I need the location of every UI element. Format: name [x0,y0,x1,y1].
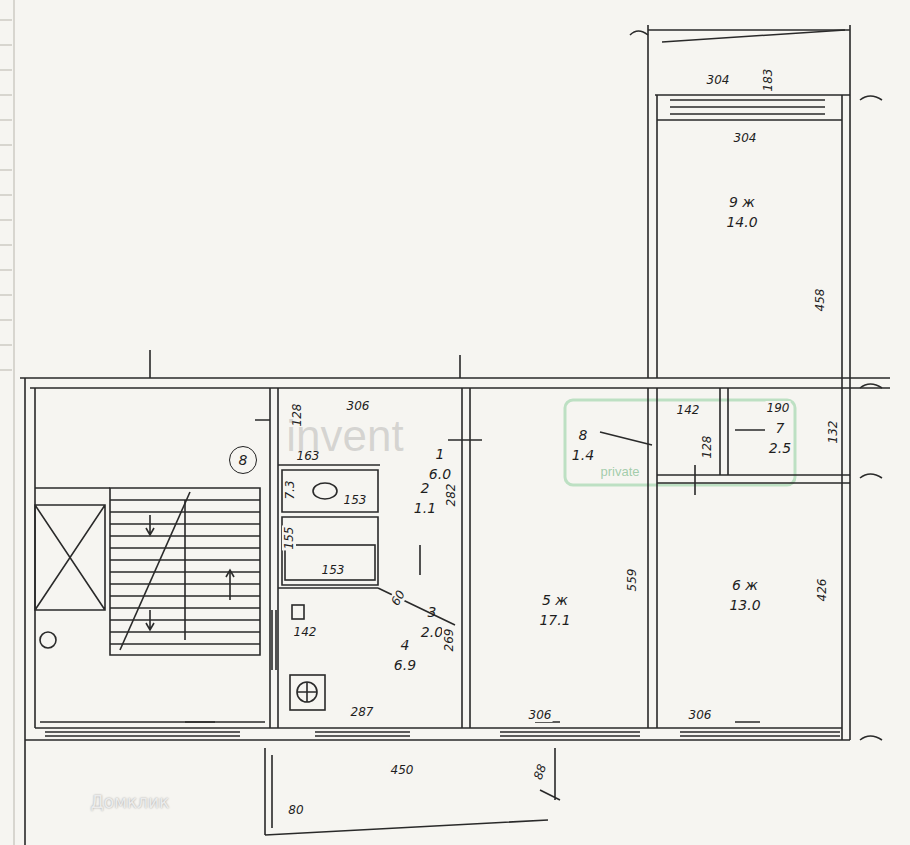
room-label: 21.1 [414,478,436,518]
room-label: 72.5 [769,418,791,458]
watermark: private [600,465,639,479]
dimension-label: 190 [766,401,791,415]
room-area: 14.0 [726,212,757,232]
dimension-label: 450 [390,763,415,777]
room-number: 6 ж [732,575,758,595]
dimension-label: 142 [676,403,701,417]
dimension-label: 132 [826,420,840,445]
room-label: 81.4 [572,425,594,465]
room-number: 9 ж [729,192,755,212]
room-area: 1.1 [414,498,436,518]
room-number: 1 [436,444,445,464]
room-label: 5 ж17.1 [539,590,570,630]
room-area: 2.0 [421,622,443,642]
dimension-label: 304 [733,131,758,145]
room-number: 8 [239,450,248,470]
dimension-label: 282 [444,483,458,508]
room-area: 17.1 [539,610,570,630]
room-area: 6.9 [394,655,416,675]
room-number: 5 ж [542,590,568,610]
dimension-label: 142 [293,625,318,639]
room-number: 8 [579,425,588,445]
room-number: 7 [776,418,785,438]
dimension-label: 7.3 [283,479,297,500]
dimension-label: 306 [346,399,371,413]
room-number: 2 [421,478,430,498]
walls [20,25,890,845]
room-area: 2.5 [769,438,791,458]
notebook-rule [0,0,14,845]
room-area: 13.0 [729,595,760,615]
room-number: 4 [401,635,410,655]
dimension-label: 559 [625,568,639,593]
dimension-label: 304 [706,73,731,87]
dimension-label: 88 [530,761,549,782]
dimension-label: 287 [350,705,375,719]
dimension-label: 153 [321,563,346,577]
dimension-label: 155 [282,526,296,551]
room-label: 46.9 [394,635,416,675]
room-label: 9 ж14.0 [726,192,757,232]
dimension-label: 458 [813,288,827,313]
circle-marker: 8 [229,446,257,474]
dimension-label: 183 [761,68,775,93]
room-label: 6 ж13.0 [729,575,760,615]
dimension-label: 269 [442,628,456,653]
room-area: 6.0 [429,464,451,484]
dimension-label: 153 [343,493,368,507]
dimension-label: 306 [688,708,713,722]
room-number: 3 [428,602,437,622]
watermark: invent [286,412,403,460]
dimension-label: 306 [528,708,553,722]
dimension-label: 426 [815,578,829,603]
dimension-label: 128 [700,435,714,460]
room-area: 1.4 [572,445,594,465]
dimension-label: 80 [287,803,304,817]
watermark: Домклик [91,795,170,809]
watermark-frame [565,400,795,485]
room-label: 16.0 [429,444,451,484]
dimension-label: 60 [388,587,409,609]
room-label: 32.0 [421,602,443,642]
